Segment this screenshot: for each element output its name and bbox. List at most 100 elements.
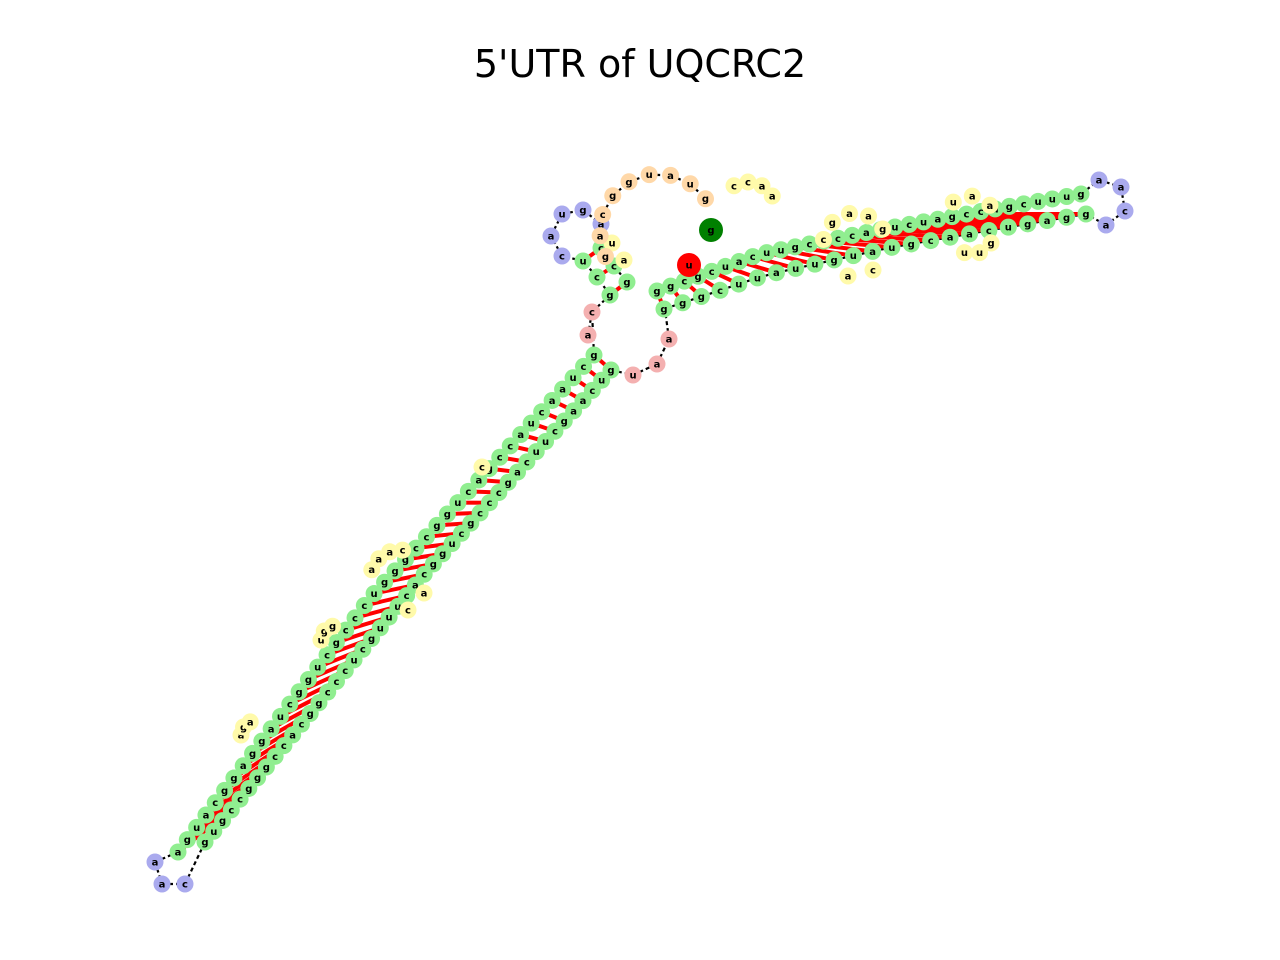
nucleotide-label: u: [950, 198, 957, 209]
interior-loop-nucleotide: a: [981, 196, 999, 214]
stem-nucleotide: c: [355, 597, 373, 615]
nucleotide-label: c: [589, 308, 595, 319]
nucleotide-label: g: [381, 578, 388, 589]
nucleotide-label: c: [611, 262, 617, 273]
nucleotide-label: g: [607, 366, 614, 377]
nucleotide-label: g: [402, 555, 409, 566]
interior-loop-nucleotide: c: [739, 173, 757, 191]
nucleotide-label: g: [254, 773, 261, 784]
nucleotide-label: g: [321, 627, 328, 638]
nucleotide-label: g: [391, 566, 398, 577]
nucleotide-label: u: [811, 260, 818, 271]
nucleotide-label: u: [850, 251, 857, 262]
base-pair-bond-layer: [176, 212, 1087, 854]
nucleotide-label: u: [792, 264, 799, 275]
hairpin-loop-nucleotide: a: [1112, 178, 1130, 196]
stem-nucleotide: u: [1043, 190, 1061, 208]
nucleotide-label: u: [569, 373, 576, 384]
nucleotide-label: a: [247, 717, 254, 728]
nucleotide-label: u: [454, 498, 461, 509]
nucleotide-label: g: [1006, 202, 1013, 213]
nucleotide-label: c: [228, 805, 234, 816]
nucleotide-label: g: [219, 816, 226, 827]
stem-nucleotide: a: [197, 806, 215, 824]
interior-loop-nucleotide: a: [241, 713, 259, 731]
hairpin-loop-nucleotide: a: [1090, 171, 1108, 189]
nucleotide-label: a: [598, 220, 605, 231]
nucleotide-label: u: [598, 376, 605, 387]
nucleotide-label: a: [289, 730, 296, 741]
nucleotide-label: c: [681, 277, 687, 288]
stem-nucleotide: u: [1058, 187, 1076, 205]
nucleotide-label: a: [865, 211, 872, 222]
nucleotide-label: a: [621, 256, 628, 267]
stem-nucleotide: a: [857, 224, 875, 242]
nucleotide-label: u: [1005, 223, 1012, 234]
nucleotide-label: a: [1103, 221, 1110, 232]
nucleotide-label: g: [368, 634, 375, 645]
stem-nucleotide: u: [449, 494, 467, 512]
stem-nucleotide: g: [1058, 208, 1076, 226]
nucleotide-label: c: [539, 407, 545, 418]
stem-nucleotide: c: [711, 281, 729, 299]
nucleotide-label: g: [439, 549, 446, 560]
nucleotide-label: c: [507, 441, 513, 452]
stem-nucleotide: a: [941, 228, 959, 246]
nucleotide-label: a: [475, 475, 482, 486]
stem-nucleotide: u: [999, 218, 1017, 236]
nucleotide-label: a: [175, 848, 182, 859]
nucleotide-label: c: [594, 273, 600, 284]
stem-nucleotide: c: [407, 539, 425, 557]
nucleotide-label: g: [430, 559, 437, 570]
interior-loop-nucleotide: a: [860, 207, 878, 225]
backbone-layer: [153, 173, 1127, 886]
interior-loop-nucleotide: c: [814, 230, 832, 248]
stem-nucleotide: u: [522, 414, 540, 432]
stem-nucleotide: u: [758, 244, 776, 262]
nucleotide-label: c: [835, 234, 841, 245]
stem-nucleotide: u: [574, 252, 592, 270]
nucleotide-label: c: [287, 700, 293, 711]
nucleotide-label: u: [891, 223, 898, 234]
stem-nucleotide: g: [662, 277, 680, 295]
nucleotide-label: u: [608, 239, 615, 250]
nucleotide-label: a: [597, 231, 604, 242]
nucleotide-label: c: [342, 666, 348, 677]
nucleotide-label: u: [961, 248, 968, 259]
nucleotide-label: a: [773, 268, 780, 279]
interior-loop-nucleotide: a: [763, 187, 781, 205]
nucleotide-label: g: [561, 417, 568, 428]
nucleotide-label: a: [548, 232, 555, 243]
interior-loop-nucleotide: g: [874, 220, 892, 238]
stem-nucleotide: g: [902, 235, 920, 253]
nucleotide-label: a: [549, 396, 556, 407]
nucleotide-label: g: [831, 255, 838, 266]
nucleotide-label: a: [947, 233, 954, 244]
nucleotide-label: a: [769, 192, 776, 203]
nucleotide-label: g: [1082, 210, 1089, 221]
stem-nucleotide: c: [957, 205, 975, 223]
nucleotide-label: c: [581, 362, 587, 373]
nucleotide-label: g: [329, 622, 336, 633]
nucleotide-label: c: [324, 650, 330, 661]
nucleotide-label: c: [821, 235, 827, 246]
nucleotide-label: c: [986, 226, 992, 237]
nucleotide-label: a: [375, 554, 382, 565]
stem-nucleotide: g: [386, 562, 404, 580]
stem-nucleotide: g: [648, 282, 666, 300]
nucleotide-label: c: [750, 252, 756, 263]
nucleotide-label: g: [263, 763, 270, 774]
nucleotide-label: g: [1077, 190, 1084, 201]
stem-nucleotide: g: [1072, 185, 1090, 203]
stem-nucleotide: u: [844, 247, 862, 265]
nucleotide-label: g: [296, 687, 303, 698]
stem-nucleotide: a: [864, 242, 882, 260]
nucleotide-label: u: [314, 663, 321, 674]
stem-nucleotide: g: [601, 286, 619, 304]
hairpin-loop-nucleotide: g: [574, 201, 592, 219]
nucleotide-label: u: [533, 447, 540, 458]
stem-nucleotide: u: [787, 259, 805, 277]
nucleotide-label: c: [334, 677, 340, 688]
stem-nucleotide: c: [337, 621, 355, 639]
nucleotide-label: u: [377, 623, 384, 634]
